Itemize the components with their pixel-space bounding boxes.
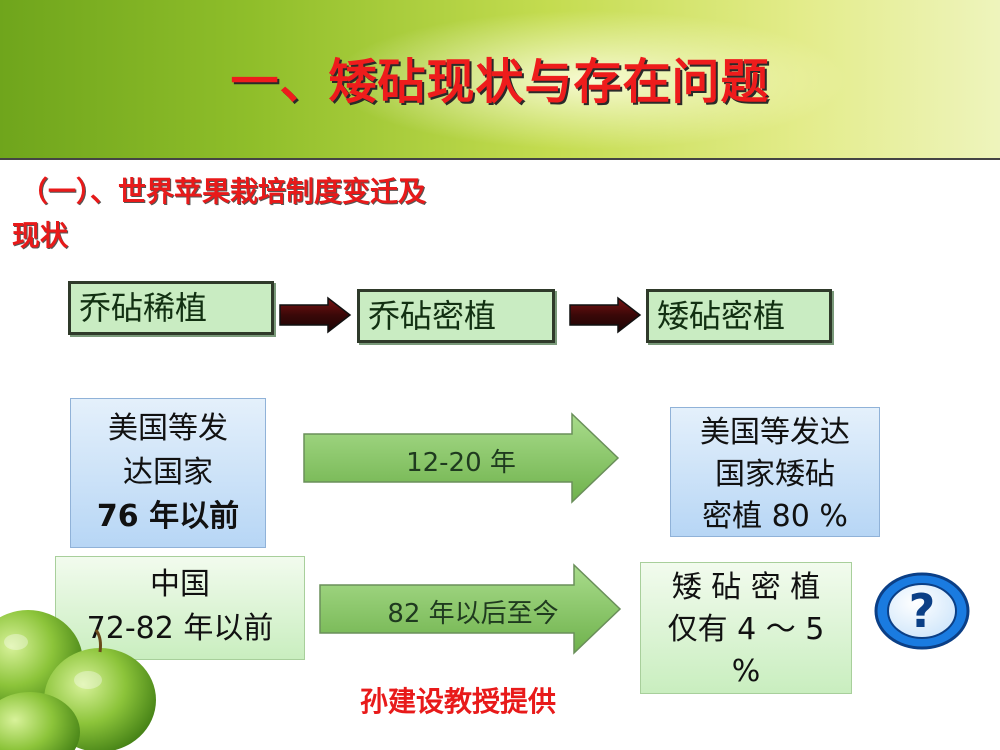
section-subtitle: （一）、世界苹果栽培制度变迁及 现状 <box>12 170 612 258</box>
banner-divider <box>0 158 1000 160</box>
china-after-line-2: 仅有 4 ～ 5 <box>667 612 825 647</box>
stage-arrow-2 <box>569 296 642 334</box>
banner-glow <box>330 10 850 150</box>
china-after-line-1: 矮 砧 密 植 <box>671 570 821 605</box>
usa-after-line-1: 美国等发达 <box>700 415 850 450</box>
usa-period-label: 12-20 年 <box>406 448 516 478</box>
subtitle-line-2: 现状 <box>12 219 69 252</box>
usa-before-line-2: 达国家 <box>123 455 213 490</box>
svg-text:?: ? <box>909 584 936 638</box>
usa-after-line-2: 国家矮砧 <box>715 457 835 492</box>
usa-period-arrow: 12-20 年 <box>302 412 620 508</box>
stage-aizhan-mizhi: 矮砧密植 <box>646 289 832 343</box>
header-banner <box>0 0 1000 158</box>
usa-before-box: 美国等发 达国家 76 年以前 <box>70 398 266 548</box>
stage-qiaozhan-mizhi: 乔砧密植 <box>357 289 555 343</box>
china-before-line-1: 中国 <box>150 567 210 602</box>
china-before-line-2: 72-82 年以前 <box>86 611 274 646</box>
china-period-arrow: 82 年以后至今 <box>318 563 622 659</box>
stage-arrow-1 <box>279 296 352 334</box>
page-title: 一、矮砧现状与存在问题 <box>230 54 770 110</box>
usa-before-line-3: 76 年以前 <box>96 499 240 534</box>
china-before-box: 中国 72-82 年以前 <box>55 556 305 660</box>
china-arrow-shape <box>319 563 622 655</box>
apple-icon <box>0 610 156 750</box>
question-icon: ? <box>874 572 970 650</box>
china-after-box: 矮 砧 密 植 仅有 4 ～ 5 % <box>640 562 852 694</box>
credit-text: 孙建设教授提供 <box>360 685 557 718</box>
china-period-label: 82 年以后至今 <box>387 599 559 629</box>
stage-qiaozhan-xizhi: 乔砧稀植 <box>68 281 274 335</box>
usa-before-line-1: 美国等发 <box>108 411 228 446</box>
subtitle-line-1: （一）、世界苹果栽培制度变迁及 <box>20 175 427 208</box>
usa-arrow-shape <box>303 412 620 504</box>
china-after-line-3: % <box>731 654 761 689</box>
usa-after-box: 美国等发达 国家矮砧 密植 80 % <box>670 407 880 537</box>
usa-after-line-3: 密植 80 % <box>702 499 848 534</box>
